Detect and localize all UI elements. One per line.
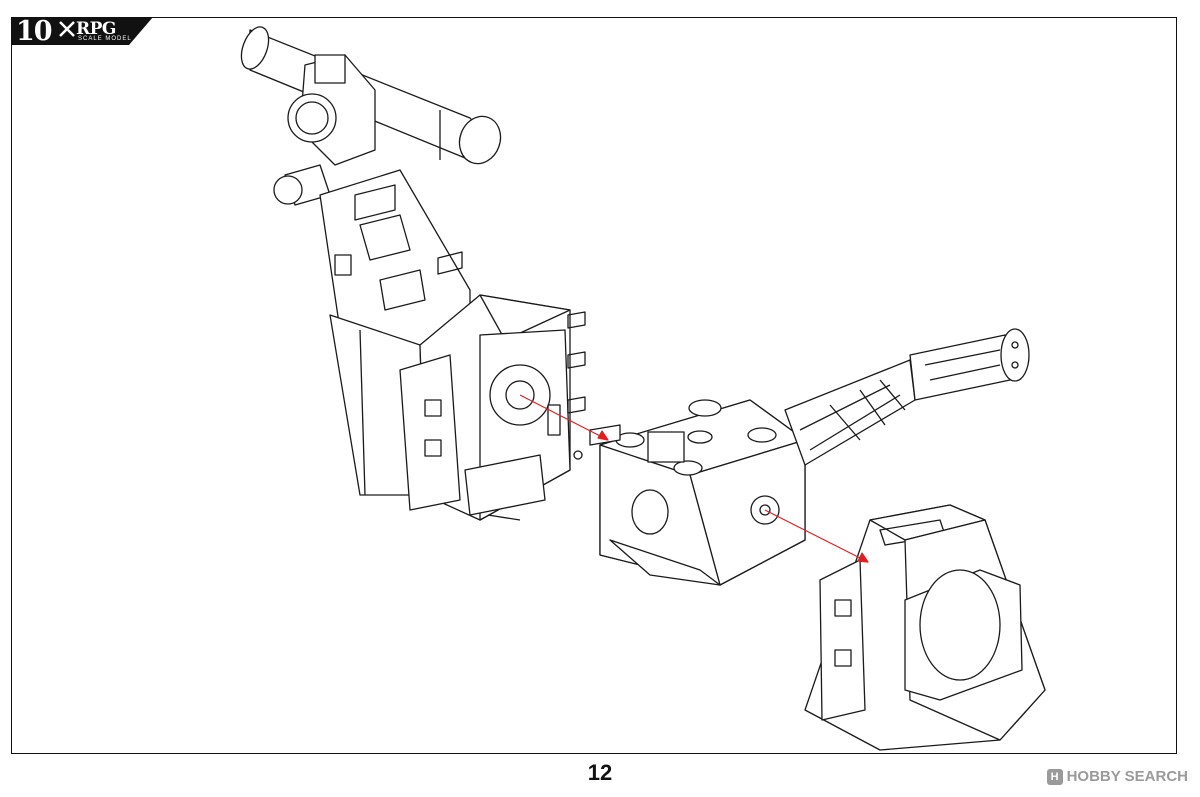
left-turret-column (240, 26, 586, 521)
right-mount-base (804, 504, 1046, 751)
hobby-search-watermark: H HOBBY SEARCH (1046, 768, 1188, 785)
brand-subtitle: SCALE MODEL (78, 36, 132, 42)
step-badge (11, 17, 153, 45)
hobby-search-logo-icon: H (1046, 768, 1063, 785)
crossed-swords-icon (59, 21, 75, 37)
center-gun-block (589, 328, 1030, 586)
assembly-arrows (519, 394, 869, 563)
brand-logo-text: RPG (76, 19, 116, 39)
step-number: 10 (16, 16, 53, 47)
page-number: 12 (587, 760, 613, 785)
watermark-text: HOBBY SEARCH (1066, 768, 1188, 785)
